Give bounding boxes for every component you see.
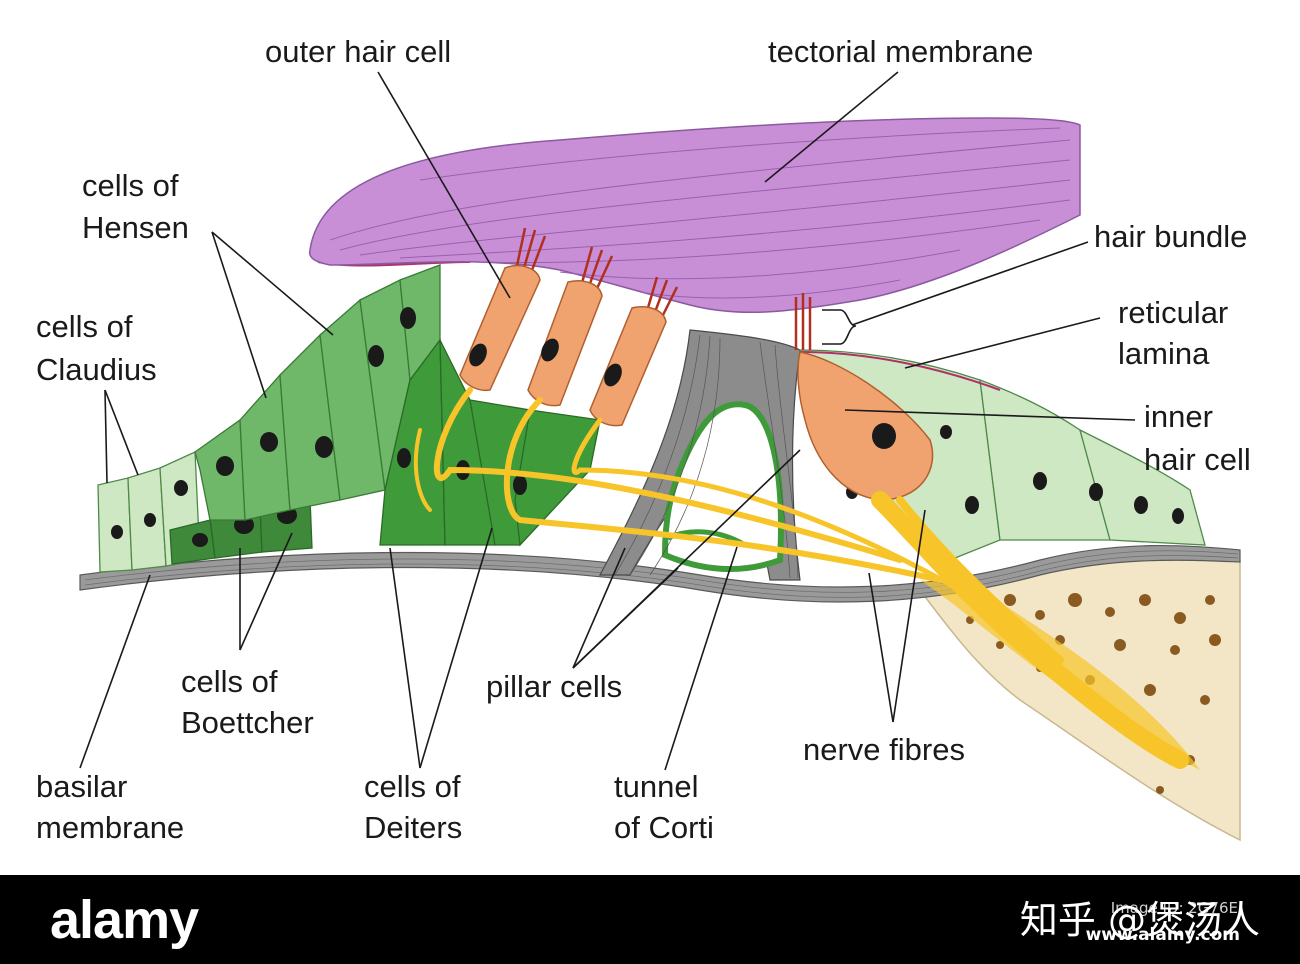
tectorial-membrane-shape	[308, 117, 1081, 314]
label-cells-of-deiters-line1: cells of	[364, 769, 461, 804]
basilar-fibres	[84, 550, 1239, 598]
label-tectorial-membrane: tectorial membrane	[768, 34, 1033, 69]
label-cells-of-deiters-line2: Deiters	[364, 810, 462, 845]
watermark-footer: alamy Image ID: 2G76E 知乎 @煲汤人 www.alamy.…	[0, 875, 1300, 964]
label-cells-of-claudius-line1: cells of	[36, 309, 133, 344]
hensen-cells	[194, 264, 441, 521]
inner-hair-cell-shape	[794, 293, 934, 501]
text-labels: outer hair cell tectorial membrane cells…	[36, 34, 1251, 845]
label-tunnel-of-corti-line1: tunnel	[614, 769, 698, 804]
label-cells-of-hensen-line2: Hensen	[82, 210, 189, 245]
label-inner-hair-cell-line2: hair cell	[1144, 442, 1251, 477]
leader-lines	[79, 71, 1136, 771]
label-tunnel-of-corti-line2: of Corti	[614, 810, 714, 845]
zhihu-watermark: 知乎 @煲汤人	[1019, 898, 1260, 942]
label-cells-of-boettcher-line1: cells of	[181, 664, 278, 699]
organ-of-corti-diagram: outer hair cell tectorial membrane cells…	[36, 34, 1251, 845]
site-url-text: www.alamy.com	[1085, 925, 1240, 945]
alamy-logo: alamy	[50, 890, 199, 950]
label-basilar-membrane-line2: membrane	[36, 810, 184, 845]
outer-hair-cells	[459, 227, 679, 427]
label-cells-of-boettcher-line2: Boettcher	[181, 705, 314, 740]
label-inner-hair-cell-line1: inner	[1144, 399, 1213, 434]
label-hair-bundle: hair bundle	[1094, 219, 1247, 254]
pillar-cells-shape	[599, 329, 801, 581]
label-cells-of-claudius-line2: Claudius	[36, 352, 157, 387]
label-nerve-fibres: nerve fibres	[803, 732, 965, 767]
label-basilar-membrane-line1: basilar	[36, 769, 127, 804]
label-reticular-lamina-line1: reticular	[1118, 295, 1228, 330]
label-cells-of-hensen-line1: cells of	[82, 168, 179, 203]
label-reticular-lamina-line2: lamina	[1118, 336, 1210, 371]
image-id-text: Image ID: 2G76E	[1110, 899, 1238, 917]
label-outer-hair-cell: outer hair cell	[265, 34, 451, 69]
label-pillar-cells: pillar cells	[486, 669, 622, 704]
